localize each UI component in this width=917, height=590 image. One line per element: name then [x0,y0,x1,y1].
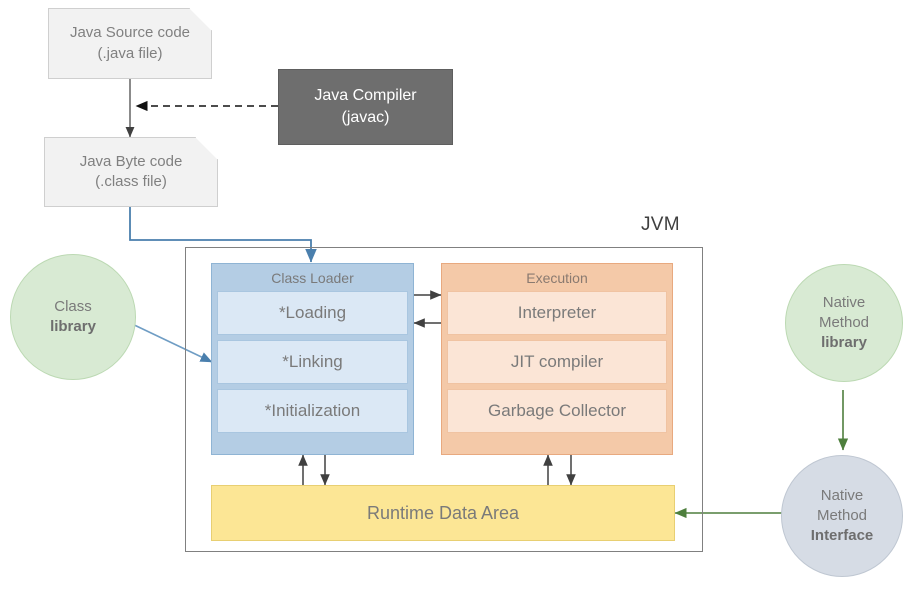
java-byte-code-node: Java Byte code (.class file) [44,137,218,207]
class-library-line1: Class [54,297,92,315]
java-compiler-node: Java Compiler (javac) [278,69,453,145]
class-library-line2: library [50,318,96,335]
native-method-interface-line2: Method [816,506,868,524]
native-method-interface-line1: Native [820,486,864,504]
class-library-node: Class library [10,254,136,380]
execution-group: Execution Interpreter JIT compiler Garba… [441,263,673,455]
execution-item-garbage-collector: Garbage Collector [447,389,667,433]
class-loader-group: Class Loader *Loading *Linking *Initiali… [211,263,414,455]
runtime-data-area-node: Runtime Data Area [211,485,675,541]
native-method-interface-node: Native Method Interface [781,455,903,577]
execution-item-interpreter: Interpreter [447,291,667,335]
execution-title: Execution [526,270,588,286]
class-loader-item-linking: *Linking [217,340,408,384]
native-method-library-node: Native Method library [785,264,903,382]
java-source-line1: Java Source code [69,24,191,42]
java-source-line2: (.java file) [97,44,163,62]
native-method-library-line3: library [821,334,867,352]
jvm-container [185,247,703,552]
java-bytecode-line1: Java Byte code [79,152,183,170]
execution-item-jit-compiler: JIT compiler [447,340,667,384]
jvm-label: JVM [641,214,680,235]
native-method-library-line1: Native [822,293,866,311]
native-method-interface-line3: Interface [810,527,874,545]
class-loader-item-loading: *Loading [217,291,408,335]
java-compiler-line1: Java Compiler [314,86,417,104]
class-loader-title: Class Loader [271,270,354,286]
java-source-code-node: Java Source code (.java file) [48,8,212,79]
java-compiler-line2: (javac) [341,109,390,126]
native-method-library-line2: Method [818,313,870,331]
class-loader-item-initialization: *Initialization [217,389,408,433]
java-bytecode-line2: (.class file) [95,173,167,190]
